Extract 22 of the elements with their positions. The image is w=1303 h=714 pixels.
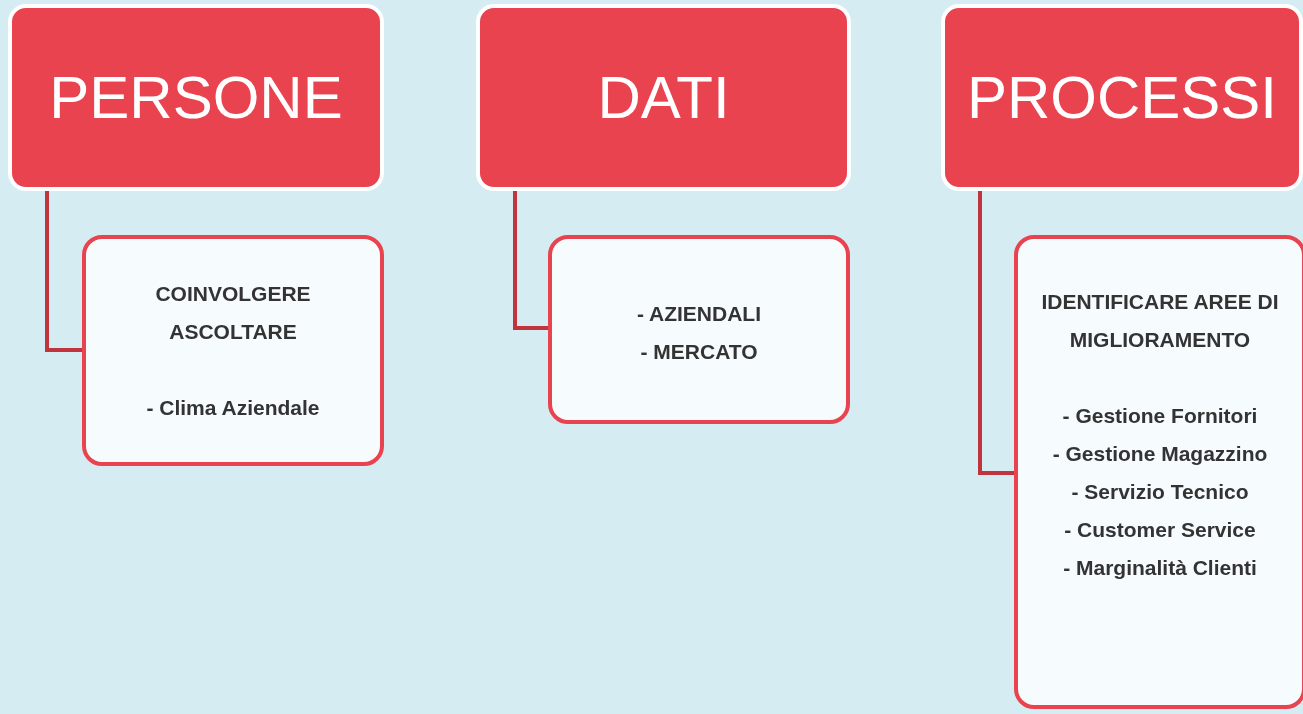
category-title: DATI (597, 67, 730, 128)
connector-line (513, 191, 548, 330)
category-title: PROCESSI (966, 67, 1278, 128)
category-header-box (941, 4, 1303, 191)
detail-heading: IDENTIFICARE AREE DI MIGLIORAMENTO (1040, 289, 1280, 353)
detail-text: - Clima Aziendale (145, 395, 321, 421)
detail-box (548, 235, 850, 424)
detail-box (1014, 235, 1303, 709)
category-header-box (476, 4, 851, 191)
detail-text: - Servizio Tecnico (1070, 479, 1250, 505)
detail-box (82, 235, 384, 466)
detail-text: - Gestione Magazzino (1051, 441, 1269, 467)
detail-text: - Marginalità Clienti (1062, 555, 1258, 581)
detail-text: - MERCATO (639, 339, 759, 365)
detail-text: COINVOLGERE ASCOLTARE (154, 281, 312, 345)
detail-text: - AZIENDALI (635, 301, 762, 327)
connector-line (978, 191, 1014, 475)
category-title: PERSONE (49, 67, 343, 128)
category-header-box (8, 4, 384, 191)
detail-text: - Customer Service (1063, 517, 1257, 543)
detail-text: - Gestione Fornitori (1061, 403, 1259, 429)
connector-line (45, 191, 82, 352)
